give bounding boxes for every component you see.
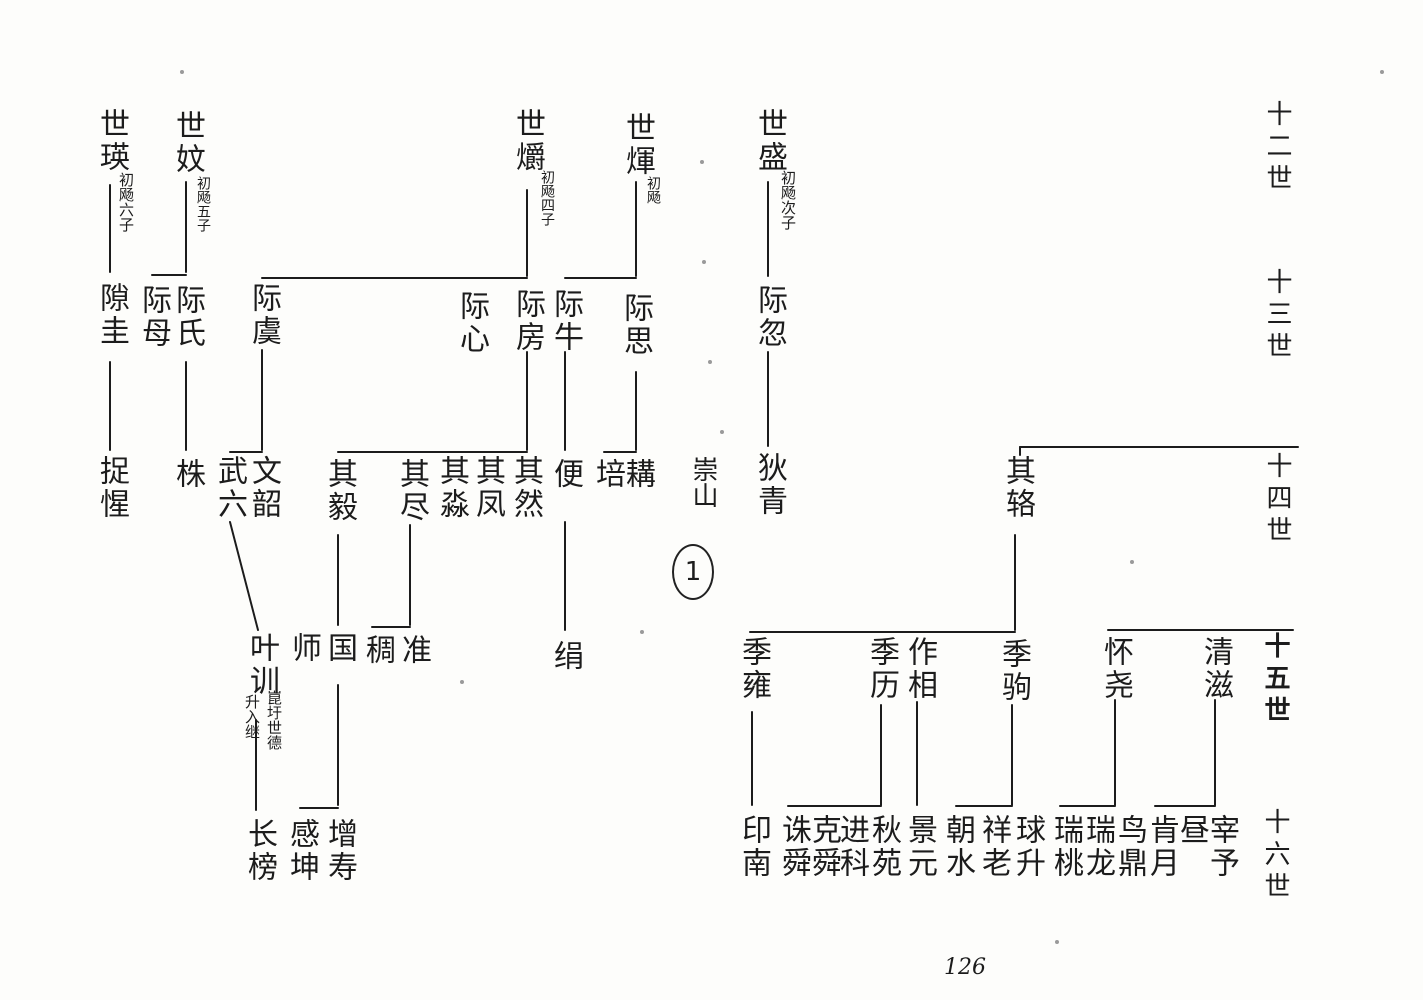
person-changbang: 长榜 [242,818,277,884]
person-jiyu: 际虞 [246,282,281,348]
scan-speck [1130,560,1134,564]
note-yexun-adopted: 升入继 [243,694,261,739]
person-jicong: 际忽 [752,284,787,350]
person-jimu: 际母 [136,284,171,350]
person-qingzi: 清滋 [1198,636,1233,702]
scan-speck [700,160,704,164]
generation-12-label: 十二世 [1262,100,1292,196]
person-wuliu: 武六 [212,455,247,521]
scan-speck [460,680,464,684]
note-shijue: 初飏四子 [539,170,555,226]
person-qiuyuan: 秋苑 [866,814,901,880]
person-yinan: 印南 [736,814,771,880]
person-zaiyu: 宰予 [1204,814,1239,880]
person-jikui: 隙圭 [94,282,129,348]
person-keshun: 克舜 [806,814,841,880]
person-zengshou: 增寿 [322,818,357,884]
person-qiusheng: 球升 [1010,814,1045,880]
generation-14-label: 十四世 [1262,452,1292,548]
person-ruilong: 瑞龙 [1080,814,1115,880]
person-guo: 国 [322,632,357,665]
person-niaoding: 鸟鼎 [1112,814,1147,880]
person-chou: 稠 [360,634,395,667]
scan-speck [1380,70,1384,74]
generation-16-label: 十六世 [1260,808,1290,904]
person-jingyuan: 景元 [902,814,937,880]
person-jisi: 际思 [618,292,653,358]
person-zuoxiang: 作相 [902,636,937,702]
note-shisheng: 初飏次子 [779,170,797,230]
page-number: 126 [944,955,986,980]
person-yexun: 叶训 [244,632,279,698]
person-pei: 培 [590,458,625,491]
person-zhu: 株 [170,458,205,491]
person-jiniu: 际牛 [548,288,583,354]
note-shihui: 初飏 [645,176,661,204]
scan-speck [1055,940,1059,944]
note-shiying: 初飏六子 [117,172,135,232]
person-zhou: 昼 [1174,814,1209,847]
scan-speck [708,360,712,364]
person-jifang: 际房 [510,288,545,354]
person-jinke: 进科 [834,814,869,880]
person-shi: 师 [286,632,321,665]
person-xu: 绢 [548,640,583,673]
person-bian: 便 [548,458,583,491]
person-rongshan: 崇山 [688,456,718,508]
person-qiran: 其然 [508,455,543,521]
person-chaoshui: 朝水 [940,814,975,880]
scan-speck [180,70,184,74]
generation-13-label: 十三世 [1262,268,1292,364]
person-qiluo: 其辂 [1000,455,1035,521]
circled-number: 1 [672,544,714,600]
person-shiying: 世瑛 [94,108,129,174]
person-diqing: 狄青 [752,452,787,518]
person-qiyi: 其毅 [322,458,357,524]
person-wenzhao: 文韶 [246,455,281,521]
person-shisheng: 世盛 [752,108,787,174]
person-ruitao: 瑞桃 [1048,814,1083,880]
generation-15-label: 十五世 [1260,632,1290,728]
person-huaiyao: 怀尧 [1098,636,1133,702]
person-kenyue: 肯月 [1144,814,1179,880]
person-xianglao: 祥老 [976,814,1011,880]
person-ganshen: 感坤 [284,818,319,884]
scan-speck [640,630,644,634]
person-geng: 耩 [620,458,655,491]
person-tanxing: 捉惺 [94,455,129,521]
person-shiwen: 世妏 [170,110,205,176]
note-yexun-origin: 崑圩世德 [265,690,283,750]
person-jili: 季历 [864,636,899,702]
note-shiwen: 初飏五子 [195,176,211,232]
person-jiyong: 季雍 [736,636,771,702]
person-zhushun: 诛舜 [776,814,811,880]
person-qifeng: 其凤 [470,455,505,521]
scan-speck [702,260,706,264]
person-jishi: 际氏 [170,284,205,350]
person-shijue: 世爝 [510,108,545,174]
scan-speck [720,430,724,434]
person-shihui: 世煇 [620,112,655,178]
person-jigou: 季驹 [996,638,1031,704]
person-qimiao: 其淼 [434,455,469,521]
person-qijin: 其尽 [394,458,429,524]
person-jixin: 际心 [454,290,489,356]
person-zhun: 准 [396,634,431,667]
